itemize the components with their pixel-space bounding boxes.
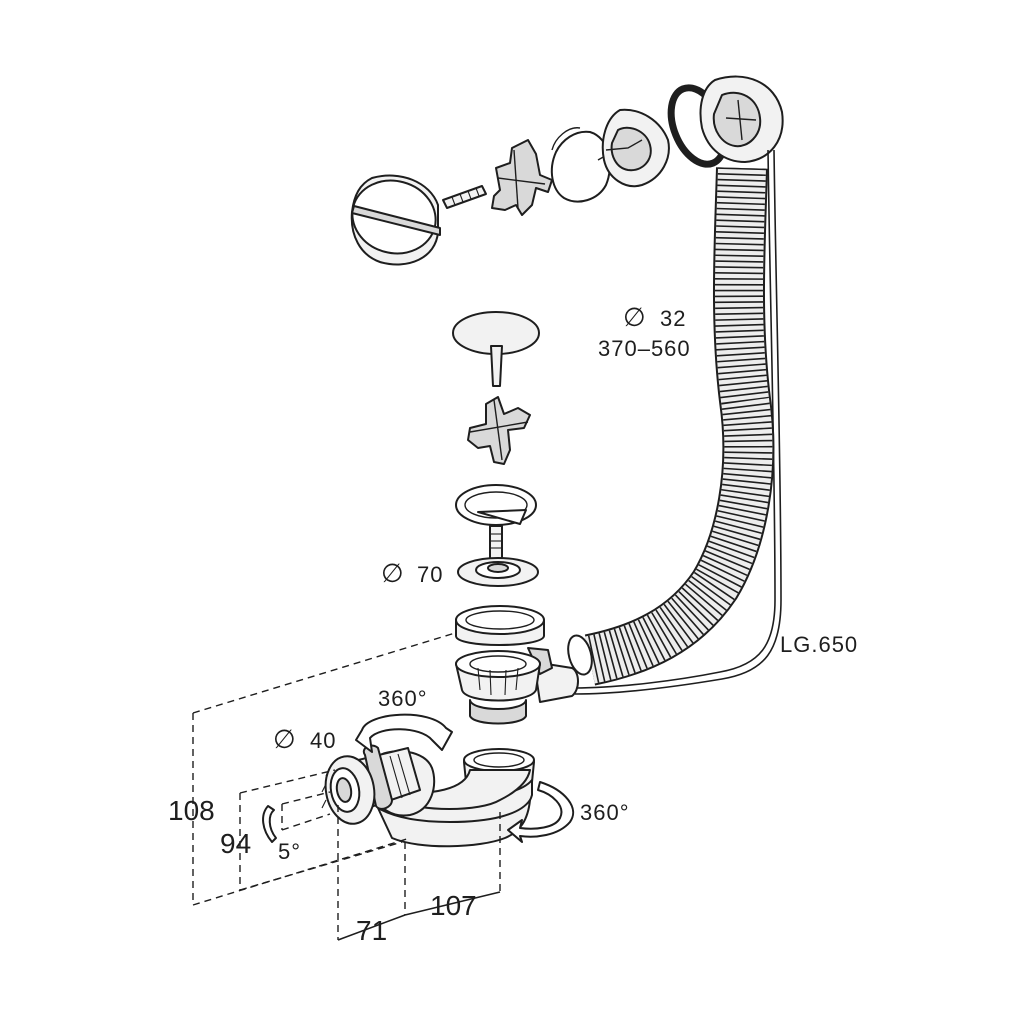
cable-length-label: LG.650 xyxy=(780,632,858,657)
trap-rotation-label: 360° xyxy=(580,800,630,825)
sealing-washer xyxy=(455,605,545,646)
overflow-housing xyxy=(699,75,784,163)
diameter-symbol: ∅ xyxy=(273,724,296,754)
strainer-flange xyxy=(457,557,539,587)
strainer-diameter-label: ∅ 70 xyxy=(381,558,443,588)
bowden-cable xyxy=(574,149,782,695)
overflow-body xyxy=(601,108,670,188)
overflow-cap xyxy=(350,174,441,266)
overflow-screw xyxy=(442,185,487,209)
waste-cross-bracket xyxy=(467,396,531,465)
hose-diameter-label: ∅ 32 xyxy=(623,302,686,332)
outlet-offset-label: 71 xyxy=(356,915,387,946)
outlet-diameter-value: 40 xyxy=(310,728,336,753)
hose-connector xyxy=(567,634,593,676)
trap-offset-label: 107 xyxy=(430,890,477,921)
hose-length-range: 370–560 xyxy=(598,336,691,361)
total-height-label: 108 xyxy=(168,795,215,826)
outlet-rotation-label: 360° xyxy=(378,686,428,711)
plug-cap xyxy=(452,311,540,387)
strainer-diameter-value: 70 xyxy=(417,562,443,587)
strainer-bolt xyxy=(489,525,503,561)
corrugated-hose xyxy=(584,167,775,686)
outlet-tilt-label: 5° xyxy=(278,839,301,864)
trap-rotation-arrow-icon xyxy=(507,781,575,843)
diameter-symbol: ∅ xyxy=(623,302,646,332)
tilt-arc-icon xyxy=(262,805,277,843)
diameter-symbol: ∅ xyxy=(381,558,404,588)
dimension-lines xyxy=(192,632,501,941)
waste-body xyxy=(455,647,579,725)
overflow-cross-bracket xyxy=(491,139,553,216)
outlet-diameter-label: ∅ 40 xyxy=(273,724,336,754)
hose-diameter-value: 32 xyxy=(660,306,686,331)
outlet-elbow xyxy=(349,744,436,817)
outlet-height-label: 94 xyxy=(220,828,251,859)
rotation-ring xyxy=(455,484,537,526)
outlet-rotation-arrow-icon xyxy=(355,713,453,753)
